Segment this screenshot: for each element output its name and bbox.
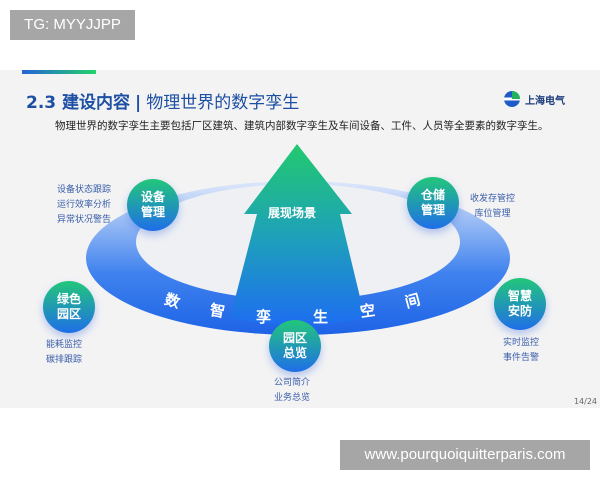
desc-line: 收发存管控 xyxy=(470,194,516,204)
logo-text: 上海电气 xyxy=(525,95,565,107)
watermark-top: TG: MYYJJPP xyxy=(10,10,135,40)
desc-line: 业务总览 xyxy=(274,393,311,403)
node-label: 仓储管理 xyxy=(420,188,445,217)
title-separator: | xyxy=(135,93,142,113)
desc-line: 能耗监控 xyxy=(46,340,83,350)
page-number: 14/24 xyxy=(573,397,597,406)
node-warehouse: 仓储管理 xyxy=(407,177,459,229)
node-desc: 实时监控事件告警 xyxy=(503,336,539,366)
desc-line: 事件告警 xyxy=(503,353,540,363)
desc-line: 库位管理 xyxy=(474,209,511,219)
node-desc: 公司简介业务总览 xyxy=(274,376,310,406)
desc-line: 设备状态跟踪 xyxy=(57,185,112,195)
intro-text: 物理世界的数字孪生主要包括厂区建筑、建筑内部数字孪生及车间设备、工件、人员等全要… xyxy=(55,120,549,132)
desc-line: 异常状况警告 xyxy=(57,215,112,225)
node-desc: 收发存管控库位管理 xyxy=(470,192,515,222)
node-equipment: 设备管理 xyxy=(127,179,179,231)
center-label: 展现场景 xyxy=(268,206,317,220)
arrow xyxy=(230,144,365,325)
logo-icon xyxy=(504,91,520,107)
slide-title: 2.3 建设内容|物理世界的数字孪生 xyxy=(26,88,299,113)
ring-char: 生 xyxy=(313,308,329,326)
section-title: 2.3 建设内容 xyxy=(26,93,131,113)
node-label: 绿色园区 xyxy=(56,292,81,321)
node-label: 园区总览 xyxy=(282,331,307,360)
desc-line: 公司简介 xyxy=(274,378,311,388)
slide: 2.3 建设内容|物理世界的数字孪生 上海电气 物理世界的数字孪生主要包括厂区建… xyxy=(0,70,600,408)
accent-bar xyxy=(22,70,96,74)
node-security: 智慧安防 xyxy=(494,278,546,330)
node-label: 设备管理 xyxy=(140,190,165,219)
desc-line: 碳排跟踪 xyxy=(46,355,83,365)
desc-line: 运行效率分析 xyxy=(57,200,112,210)
node-park-overview: 园区总览 xyxy=(269,320,321,372)
node-desc: 设备状态跟踪运行效率分析异常状况警告 xyxy=(57,183,111,228)
logo: 上海电气 xyxy=(502,90,565,108)
node-green-park: 绿色园区 xyxy=(43,281,95,333)
desc-line: 实时监控 xyxy=(503,338,540,348)
node-desc: 能耗监控碳排跟踪 xyxy=(46,338,82,368)
node-label: 智慧安防 xyxy=(507,289,532,318)
ring-char: 孪 xyxy=(256,308,272,326)
diagram xyxy=(86,144,510,335)
watermark-bottom: www.pourquoiquitterparis.com xyxy=(340,440,590,470)
ring-char: 空 xyxy=(358,301,377,321)
subtitle: 物理世界的数字孪生 xyxy=(146,93,300,113)
